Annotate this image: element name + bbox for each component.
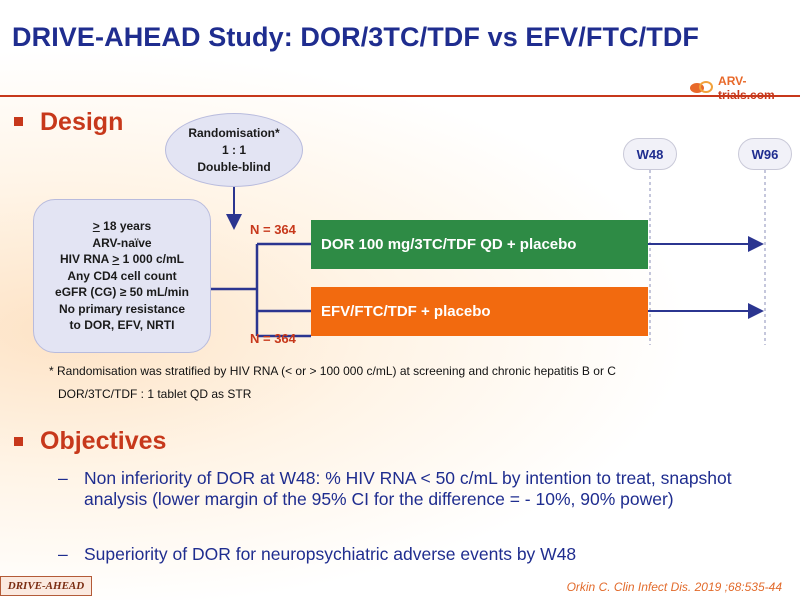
objective-dash: – <box>58 544 68 564</box>
w96-badge: W96 <box>738 138 792 170</box>
criterion-egfr: eGFR (CG) ≥ 50 mL/min <box>55 285 189 300</box>
efv-arm-box: EFV/FTC/TDF + placebo <box>311 287 648 336</box>
dor-arm-label: DOR 100 mg/3TC/TDF QD + placebo <box>321 236 577 253</box>
objectives-bullet-icon <box>14 437 23 446</box>
criterion-resistance-1: No primary resistance <box>58 301 186 316</box>
objectives-heading: Objectives <box>40 427 167 455</box>
w48-badge: W48 <box>623 138 677 170</box>
criterion-hiv-rna: HIV RNA > 1 000 c/mL <box>60 252 184 267</box>
dor-arm-n: N = 364 <box>250 222 296 237</box>
inclusion-criteria-box: > 18 years ARV-naïve HIV RNA > 1 000 c/m… <box>33 199 211 353</box>
arv-logo-icon <box>690 81 715 95</box>
randomisation-line-2: 1 : 1 <box>221 142 246 157</box>
randomisation-line-1: Randomisation* <box>188 125 280 140</box>
reference-citation: Orkin C. Clin Infect Dis. 2019 ;68:535-4… <box>566 580 782 594</box>
efv-arm-n: N = 364 <box>250 331 296 346</box>
str-footnote: DOR/3TC/TDF : 1 tablet QD as STR <box>58 387 252 401</box>
criterion-age: > 18 years <box>92 219 152 234</box>
design-heading: Design <box>40 108 124 136</box>
objective-dash: – <box>58 468 68 488</box>
objective-text-1: Non inferiority of DOR at W48: % HIV RNA… <box>84 468 732 509</box>
criterion-resistance-2: to DOR, EFV, NRTI <box>69 318 175 333</box>
dor-arm-box: DOR 100 mg/3TC/TDF QD + placebo <box>311 220 648 269</box>
design-bullet-icon <box>14 117 23 126</box>
objective-text-2: Superiority of DOR for neuropsychiatric … <box>84 544 577 564</box>
title-divider <box>0 95 800 97</box>
randomisation-line-3: Double-blind <box>197 159 271 174</box>
slide-title: DRIVE-AHEAD Study: DOR/3TC/TDF vs EFV/FT… <box>12 22 700 52</box>
randomisation-bubble: Randomisation* 1 : 1 Double-blind <box>165 113 303 187</box>
study-tag: DRIVE-AHEAD <box>0 576 92 596</box>
criterion-cd4: Any CD4 cell count <box>67 268 177 283</box>
efv-arm-label: EFV/FTC/TDF + placebo <box>321 303 491 320</box>
randomisation-footnote: * Randomisation was stratified by HIV RN… <box>49 364 616 378</box>
criterion-arv-naive: ARV-naïve <box>92 235 152 250</box>
